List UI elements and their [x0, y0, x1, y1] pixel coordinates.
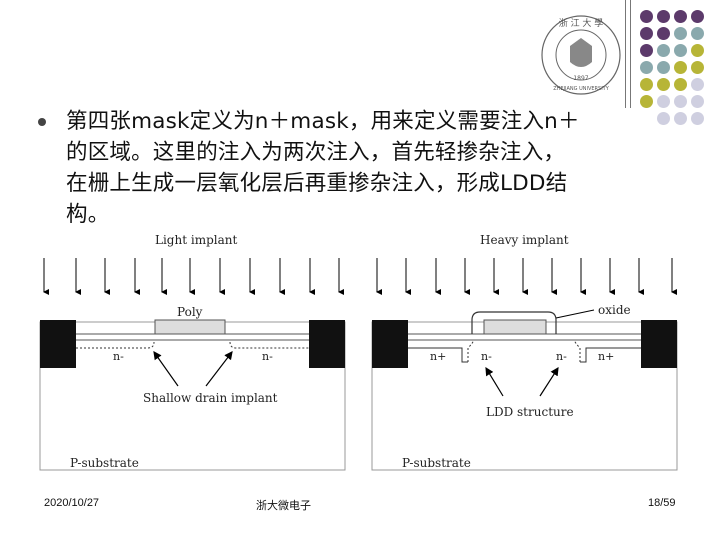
- shallow-drain-label: Shallow drain implant: [143, 391, 278, 405]
- n-plus-left-label: n+: [430, 350, 446, 363]
- implant-arrows: [43, 258, 344, 295]
- svg-text:浙 江 大 學: 浙 江 大 學: [559, 17, 604, 29]
- implant-arrows: [376, 258, 677, 295]
- ldd-process-diagram: Light implant: [39, 233, 678, 471]
- heavy-implant-diagram: Heavy implant ox: [371, 233, 678, 471]
- light-implant-label: Light implant: [155, 233, 237, 247]
- heavy-implant-label: Heavy implant: [480, 233, 569, 247]
- n-minus-left-label: n-: [113, 350, 124, 363]
- n-plus-right-label: n+: [598, 350, 614, 363]
- separator-line: [625, 0, 626, 108]
- n-minus-right-label: n-: [262, 350, 273, 363]
- university-seal-logo: 浙 江 大 學 1897 ZHEJIANG UNIVERSITY: [541, 15, 621, 95]
- n-minus-right-label: n-: [556, 350, 567, 363]
- body-line: 的区域。这里的注入为两次注入，首先轻掺杂注入，: [66, 140, 566, 165]
- body-line: 第四张mask定义为n＋mask，用来定义需要注入n＋: [66, 109, 580, 134]
- p-substrate-left-label: P-substrate: [70, 456, 139, 470]
- body-line: 在栅上生成一层氧化层后再重掺杂注入，形成LDD结: [66, 171, 568, 196]
- footer-center: 浙大微电子: [256, 500, 311, 512]
- body-line: 构。: [66, 202, 110, 227]
- poly-label: Poly: [177, 305, 203, 319]
- bullet-icon: [38, 118, 46, 126]
- p-substrate-right-label: P-substrate: [402, 456, 471, 470]
- svg-text:ZHEJIANG UNIVERSITY: ZHEJIANG UNIVERSITY: [553, 86, 610, 92]
- light-implant-diagram: Light implant: [39, 233, 346, 471]
- n-minus-left-label: n-: [481, 350, 492, 363]
- oxide-label: oxide: [598, 303, 631, 317]
- svg-text:1897: 1897: [573, 75, 588, 82]
- footer-date: 2020/10/27: [44, 497, 100, 509]
- body-paragraph: 第四张mask定义为n＋mask，用来定义需要注入n＋ 的区域。这里的注入为两次…: [66, 106, 626, 230]
- separator-line: [630, 0, 631, 108]
- ldd-structure-label: LDD structure: [486, 405, 574, 419]
- footer-page-number: 18/59: [648, 497, 676, 509]
